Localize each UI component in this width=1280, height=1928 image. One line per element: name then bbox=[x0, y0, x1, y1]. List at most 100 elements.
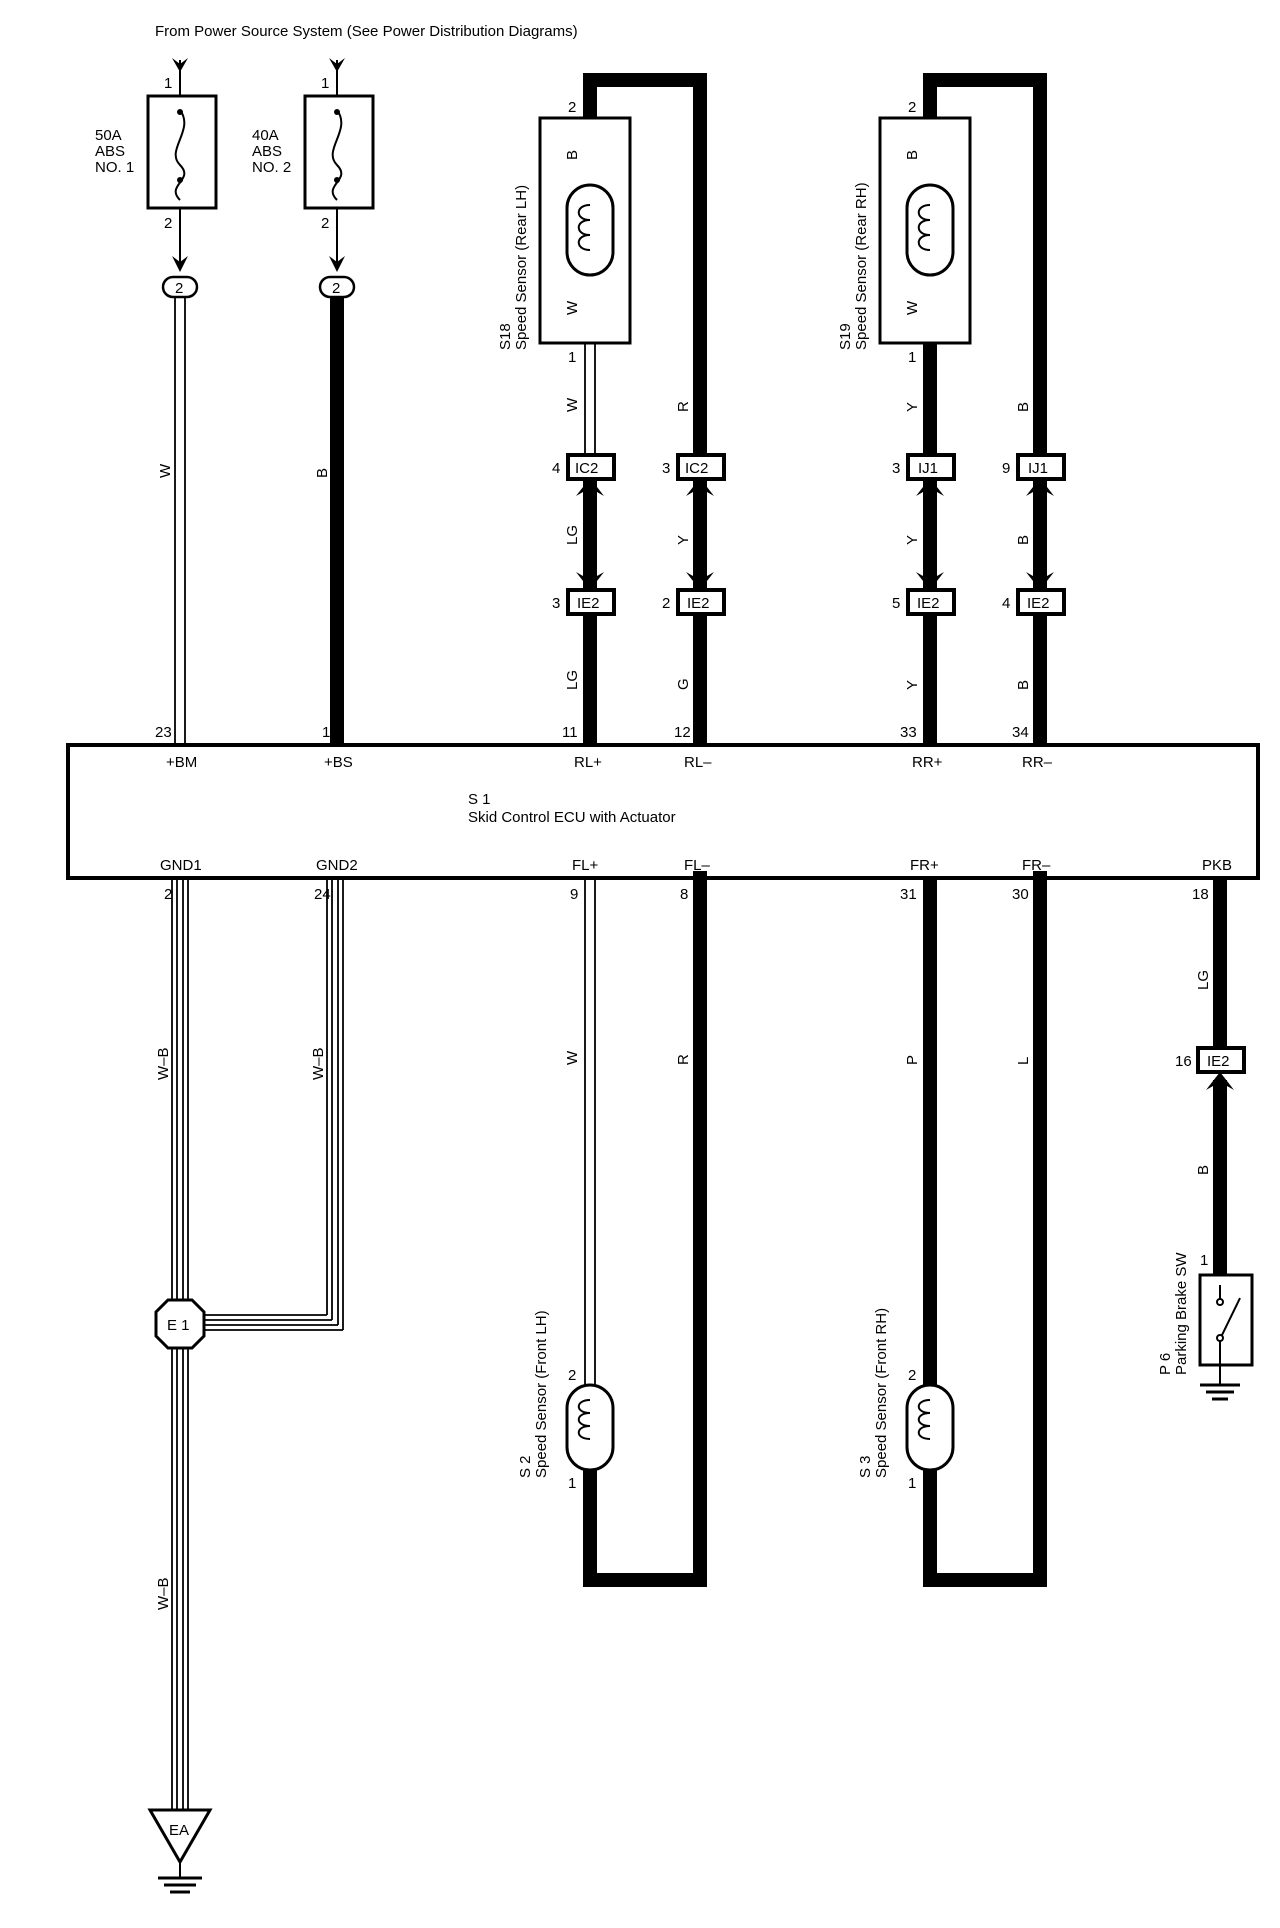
fuse1-name: ABS bbox=[95, 143, 125, 160]
fuse2-rating: 40A bbox=[252, 127, 279, 144]
s19-name: Speed Sensor (Rear RH) bbox=[853, 182, 870, 350]
ie2-d-label: IE2 bbox=[1027, 595, 1050, 612]
ecu-pin-30: 30 bbox=[1012, 886, 1029, 903]
ie2-pkb-pin: 16 bbox=[1175, 1053, 1192, 1070]
wire-b-bs: B bbox=[314, 468, 331, 478]
s3-pin-top: 2 bbox=[908, 1367, 916, 1384]
s18-code: S18 bbox=[497, 323, 514, 350]
ecu-label-fl-plus: FL+ bbox=[572, 857, 599, 874]
pkb-upper-wire: LG bbox=[1195, 970, 1212, 990]
ie2-connectors: IE2 3 IE2 2 IE2 5 IE2 4 LG G Y B bbox=[552, 588, 1066, 690]
rr-plus-lower-wire: Y bbox=[904, 680, 921, 690]
rr-plus-mid-wire: Y bbox=[904, 535, 921, 545]
ecu-pin-12: 12 bbox=[674, 724, 691, 741]
rl-minus-lower-wire: G bbox=[675, 678, 692, 690]
ie2-b-label: IE2 bbox=[687, 595, 710, 612]
ea-label: EA bbox=[169, 1822, 189, 1839]
ie2-a-label: IE2 bbox=[577, 595, 600, 612]
fr-plus-wire: P bbox=[904, 1055, 921, 1065]
s2-code: S 2 bbox=[517, 1455, 534, 1478]
ie2-b-pin: 2 bbox=[662, 595, 670, 612]
s18-name: Speed Sensor (Rear LH) bbox=[513, 185, 530, 350]
gnd-lower-wire: W–B bbox=[155, 1577, 172, 1610]
ie2-a-pin: 3 bbox=[552, 595, 560, 612]
s3-code: S 3 bbox=[857, 1455, 874, 1478]
source-note: From Power Source System (See Power Dist… bbox=[155, 23, 578, 40]
fl-plus-wire: W bbox=[564, 1050, 581, 1065]
skid-control-ecu: S 1 Skid Control ECU with Actuator bbox=[66, 743, 1260, 880]
ecu-pin-24: 24 bbox=[314, 886, 331, 903]
ecu-pin-11: 11 bbox=[562, 724, 578, 741]
s18-pin-bottom: 1 bbox=[568, 349, 576, 366]
s2-pin-bottom: 1 bbox=[568, 1475, 576, 1492]
ecu-pin-2: 2 bbox=[164, 886, 172, 903]
fuse2-name: ABS bbox=[252, 143, 282, 160]
ie2-d-pin: 4 bbox=[1002, 595, 1010, 612]
fuse1-junction: 2 bbox=[175, 280, 183, 297]
fuse2-junction: 2 bbox=[332, 280, 340, 297]
ecu-pin-1: 1 bbox=[322, 724, 330, 741]
fuse1-pin-in: 1 bbox=[164, 75, 172, 92]
s2-pin-top: 2 bbox=[568, 1367, 576, 1384]
ie2-pkb-label: IE2 bbox=[1207, 1053, 1230, 1070]
rl-plus-lower-wire: LG bbox=[564, 670, 581, 690]
rr-plus-upper-wire: Y bbox=[904, 402, 921, 412]
ecu-bottom-pins: GND1 2 GND2 24 FL+ 9 FL– 8 FR+ 31 FR– 30… bbox=[160, 857, 1232, 903]
parking-brake-circuit: LG IE2 16 B 1 P 6 Parking Brake SW bbox=[1157, 878, 1254, 1401]
ie2-c-pin: 5 bbox=[892, 595, 900, 612]
ecu-label-rl-minus: RL– bbox=[684, 754, 712, 771]
front-rh-circuit: P L 2 1 S 3 Speed Sensor (Front RH) bbox=[857, 871, 1047, 1587]
ecu-pin-9: 9 bbox=[570, 886, 578, 903]
ecu-pin-33: 33 bbox=[900, 724, 917, 741]
ic2-a-pin: 4 bbox=[552, 460, 560, 477]
pkb-lower-wire: B bbox=[1195, 1165, 1212, 1175]
rr-minus-mid-wire: B bbox=[1015, 535, 1032, 545]
s3-name: Speed Sensor (Front RH) bbox=[873, 1308, 890, 1478]
rear-lh-circuit: 2 B W S18 Speed Sensor (Rear LH) 1 W R bbox=[497, 73, 707, 752]
e1-splice bbox=[154, 1298, 206, 1350]
ij1-a-pin: 3 bbox=[892, 460, 900, 477]
fuse2-pin-in: 1 bbox=[321, 75, 329, 92]
ic2-b-pin: 3 bbox=[662, 460, 670, 477]
fuse1-number: NO. 1 bbox=[95, 159, 134, 176]
fuse2-number: NO. 2 bbox=[252, 159, 291, 176]
gnd2-wire: W–B bbox=[310, 1047, 327, 1080]
rl-minus-mid-wire: Y bbox=[675, 535, 692, 545]
ecu-code: S 1 bbox=[468, 791, 491, 808]
ecu-label-bs: +BS bbox=[324, 754, 353, 771]
ie2-c-label: IE2 bbox=[917, 595, 940, 612]
fuse2-pin-out: 2 bbox=[321, 215, 329, 232]
rr-minus-lower-wire: B bbox=[1015, 680, 1032, 690]
wire-w-bm: W bbox=[157, 463, 174, 478]
ecu-pin-8: 8 bbox=[680, 886, 688, 903]
s18-pin-top: 2 bbox=[568, 99, 576, 116]
fuse-abs-no1: 1 50A ABS NO. 1 2 2 bbox=[95, 58, 218, 299]
ecu-pin-23: 23 bbox=[155, 724, 172, 741]
s18-wire-bottom: W bbox=[564, 300, 581, 315]
ij1-a-label: IJ1 bbox=[918, 460, 938, 477]
fl-minus-wire: R bbox=[675, 1054, 692, 1065]
rl-minus-upper-wire: R bbox=[675, 401, 692, 412]
s19-pin-top: 2 bbox=[908, 99, 916, 116]
mid-harness-arrows: LG Y Y B bbox=[564, 478, 1054, 590]
p6-pin: 1 bbox=[1200, 1252, 1208, 1269]
ecu-label-fl-minus: FL– bbox=[684, 857, 711, 874]
ecu-top-pins: 23 +BM 1 +BS 11 RL+ 12 RL– 33 RR+ 34 RR– bbox=[155, 724, 1053, 771]
rl-plus-mid-wire: LG bbox=[564, 525, 581, 545]
rear-rh-circuit: 2 B W S19 Speed Sensor (Rear RH) 1 Y B bbox=[837, 73, 1047, 752]
ecu-name: Skid Control ECU with Actuator bbox=[468, 809, 676, 826]
s19-code: S19 bbox=[837, 323, 854, 350]
ecu-label-fr-minus: FR– bbox=[1022, 857, 1051, 874]
power-wires: W B bbox=[157, 297, 344, 745]
ecu-label-rr-minus: RR– bbox=[1022, 754, 1053, 771]
e1-label: E 1 bbox=[167, 1317, 190, 1334]
ecu-pin-31: 31 bbox=[900, 886, 917, 903]
ecu-pin-34: 34 bbox=[1012, 724, 1029, 741]
p6-code: P 6 bbox=[1157, 1353, 1174, 1375]
s18-wire-top: B bbox=[564, 150, 581, 160]
s19-pin-bottom: 1 bbox=[908, 349, 916, 366]
ij1-b-pin: 9 bbox=[1002, 460, 1010, 477]
ecu-label-rr-plus: RR+ bbox=[912, 754, 943, 771]
ecu-label-gnd1: GND1 bbox=[160, 857, 202, 874]
